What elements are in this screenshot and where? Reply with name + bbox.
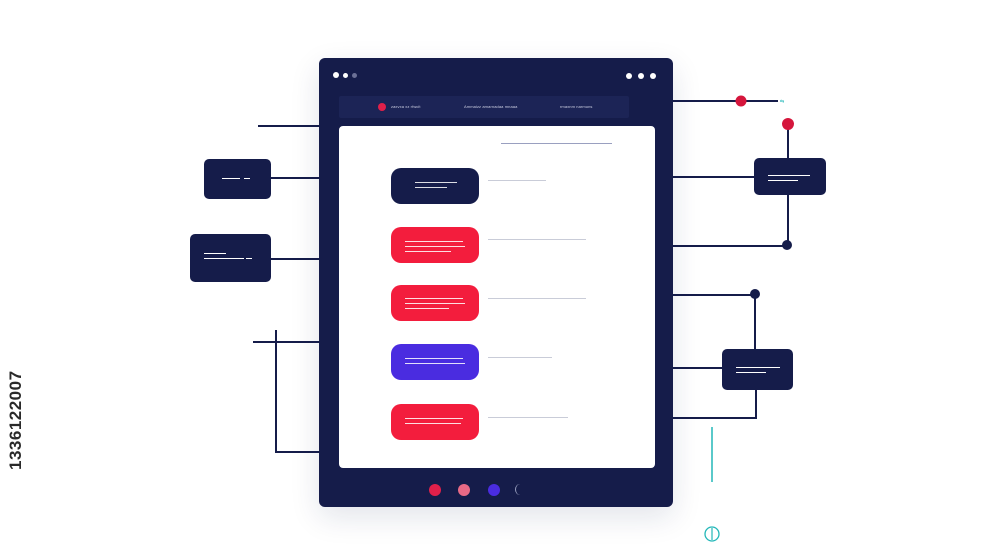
connector-node-red [735, 95, 747, 107]
menu-dot-icon[interactable] [650, 73, 656, 79]
page-indicator-dot[interactable] [429, 484, 441, 496]
side-card-left-1[interactable] [204, 159, 271, 199]
window-dot-icon [352, 73, 357, 78]
page-indicator-dot[interactable] [458, 484, 470, 496]
menu-dot-icon[interactable] [626, 73, 632, 79]
list-button-2[interactable] [391, 227, 479, 263]
record-dot-icon [378, 103, 386, 111]
connector-node-red [782, 118, 794, 130]
loading-arc-icon [515, 484, 525, 495]
header-left-label: zaxvxa xz rfwcit [391, 104, 421, 109]
header-bar [339, 96, 629, 118]
side-card-right-2[interactable] [722, 349, 793, 390]
header-right-label: rmaxnm narmuns [560, 104, 593, 109]
connector-left-bracket [275, 330, 320, 453]
header-center-label: Ammaizz amarnadaa mnaaa [464, 104, 518, 109]
page-indicator-dot[interactable] [488, 484, 500, 496]
watermark-id: 1336122007 [6, 370, 25, 470]
list-button-1[interactable] [391, 168, 479, 204]
side-card-left-2[interactable] [190, 234, 271, 282]
list-button-4[interactable] [391, 344, 479, 380]
connector-node-navy [750, 289, 760, 299]
screen-title-line [501, 143, 612, 144]
list-button-5[interactable] [391, 404, 479, 440]
connector-right-mid [672, 294, 756, 349]
list-caption-line [488, 417, 568, 418]
side-card-right-1[interactable] [754, 158, 826, 195]
connector-arrow-tiny: ⇆ [780, 99, 784, 105]
teal-circle-icon [704, 526, 720, 542]
connector-right-bracket [672, 390, 757, 419]
window-dot-icon [343, 73, 348, 78]
list-button-3[interactable] [391, 285, 479, 321]
list-caption-line [488, 298, 586, 299]
menu-dot-icon[interactable] [638, 73, 644, 79]
list-caption-line [488, 357, 552, 358]
list-caption-line [488, 180, 546, 181]
window-dot-icon [333, 72, 339, 78]
list-caption-line [488, 239, 586, 240]
connector-node-navy [782, 240, 792, 250]
